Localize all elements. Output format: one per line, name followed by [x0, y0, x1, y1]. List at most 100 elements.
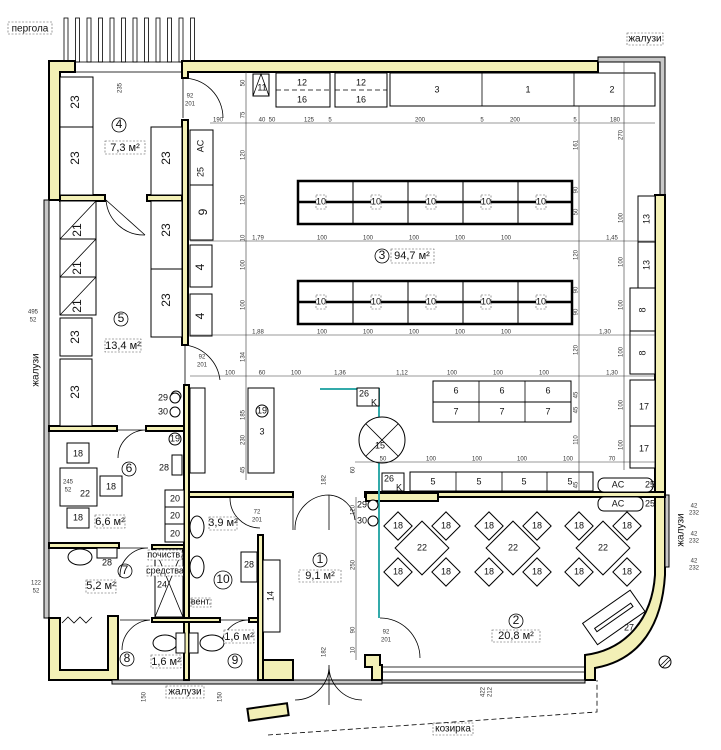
svg-text:201: 201 [185, 102, 196, 108]
room-2-label: 220,8 м² [491, 613, 541, 643]
svg-text:3: 3 [259, 426, 264, 436]
svg-text:25: 25 [645, 479, 655, 489]
shelf-label: 10 [316, 296, 326, 306]
dimension-label: 120 [574, 344, 580, 355]
chair [564, 557, 594, 587]
svg-text:жалузи: жалузи [628, 34, 661, 45]
table-label: 22 [417, 542, 427, 552]
dimension-label: 161 [574, 139, 580, 150]
dimension-label: 134 [241, 351, 247, 362]
svg-text:29: 29 [158, 392, 168, 402]
pergola-slat [98, 17, 103, 63]
service-area-furniture: 29 30 19 28 193 20 20 20 18 18 18 22 245… [59, 387, 281, 654]
shelf-label-box [370, 194, 382, 210]
svg-text:5,2 м²: 5,2 м² [86, 580, 116, 592]
dimension-label: 100 [409, 330, 420, 336]
dimension-label: 100 [517, 457, 528, 463]
svg-text:30: 30 [357, 515, 367, 525]
svg-text:K: K [371, 397, 377, 407]
annotation-labels: жалузи жалузи жалузи жалузи козирка [31, 32, 687, 736]
room-6-label: 66,6 м² [94, 461, 137, 529]
shelf-label: 10 [536, 296, 546, 306]
svg-text:92: 92 [187, 94, 194, 100]
pergola-slat [132, 17, 138, 63]
svg-text:23: 23 [159, 151, 173, 165]
pergola-slat [190, 17, 195, 63]
svg-text:K: K [396, 482, 402, 492]
svg-text:122: 122 [31, 581, 42, 587]
svg-text:495: 495 [28, 310, 39, 316]
pergola-slat [178, 17, 184, 63]
shelf-label: 10 [426, 196, 436, 206]
glass-partition [378, 390, 380, 618]
svg-text:24: 24 [157, 579, 167, 589]
svg-text:5: 5 [521, 476, 526, 486]
pergola-slat [86, 17, 92, 63]
svg-text:20,8 м²: 20,8 м² [498, 630, 534, 642]
table [394, 520, 450, 576]
svg-text:3: 3 [434, 84, 439, 94]
chair [612, 511, 642, 541]
chair [522, 511, 552, 541]
svg-text:5: 5 [430, 476, 435, 486]
dimension-label: 100 [619, 399, 625, 410]
dimension-label: 100 [409, 236, 420, 242]
svg-text:18: 18 [73, 448, 83, 458]
svg-text:201: 201 [197, 363, 208, 369]
dimension-label: 100 [426, 457, 437, 463]
chair [522, 557, 552, 587]
dimension-lines [190, 62, 655, 660]
pergola-slat [75, 17, 80, 63]
svg-text:150: 150 [142, 691, 148, 702]
dimension-label: 10 [241, 234, 247, 241]
pergola-slat [63, 17, 69, 63]
room-4-label: 47,3 м² [104, 117, 146, 155]
dimension-label: 100 [472, 457, 483, 463]
chair-label: 18 [441, 566, 451, 576]
shelf-label-box [535, 194, 547, 210]
chair [431, 557, 461, 587]
svg-text:5: 5 [118, 311, 125, 325]
pergola-slat [121, 17, 126, 63]
chair [431, 511, 461, 541]
svg-text:232: 232 [689, 511, 700, 517]
dimension-label: 120 [241, 149, 247, 160]
dimension-label: 100 [291, 371, 302, 377]
pergola-slat [155, 17, 161, 63]
svg-text:3: 3 [379, 248, 386, 262]
svg-text:1,6 м²: 1,6 м² [224, 631, 254, 643]
pergola-label: пергола [12, 24, 49, 35]
dimension-label: 100 [619, 212, 625, 223]
svg-text:козирка: козирка [435, 724, 471, 735]
svg-text:19: 19 [257, 405, 267, 415]
svg-text:22: 22 [80, 488, 90, 498]
chair-label: 18 [484, 520, 494, 530]
svg-text:8: 8 [124, 651, 131, 665]
svg-text:3,9 м²: 3,9 м² [208, 517, 238, 529]
svg-text:9,1 м²: 9,1 м² [305, 570, 335, 582]
table-label: 22 [508, 542, 518, 552]
pergola-slat [109, 17, 115, 63]
svg-text:92: 92 [199, 355, 206, 361]
svg-text:4: 4 [116, 117, 123, 131]
svg-text:2: 2 [609, 84, 614, 94]
dimension-label: 100 [563, 457, 574, 463]
svg-text:4: 4 [193, 312, 207, 319]
room-1-label: 19,1 м² [298, 552, 342, 583]
svg-text:28: 28 [244, 559, 254, 569]
dimension-label: 100 [447, 371, 458, 377]
dimension-label: 60 [259, 371, 266, 377]
chair [383, 557, 413, 587]
exterior-walls [43, 56, 670, 685]
room-9-label: 91,6 м² [223, 629, 255, 669]
dimension-label: 180 [610, 118, 621, 124]
dimension-label: 120 [351, 504, 357, 515]
dimension-label: 100 [241, 299, 247, 310]
dimension-label: 1,30 [606, 371, 618, 377]
dimension-label: 90 [574, 308, 580, 315]
